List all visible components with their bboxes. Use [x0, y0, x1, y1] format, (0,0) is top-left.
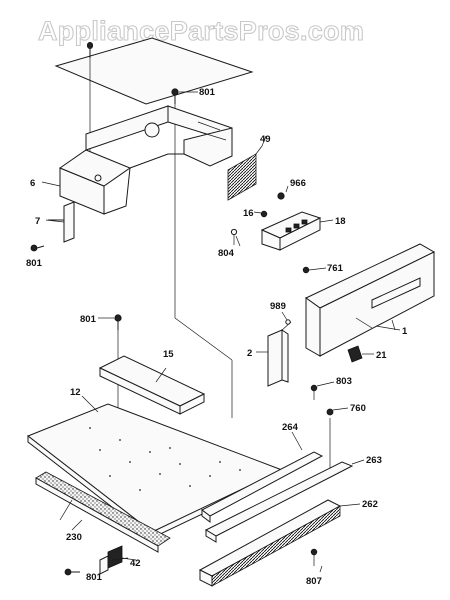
label-42: 42: [130, 558, 141, 569]
leader-lines: [41, 135, 401, 573]
rail-264: [201, 431, 324, 523]
label-7: 7: [35, 216, 40, 227]
control-board-18: [260, 211, 334, 251]
screw-801-top: [171, 88, 198, 104]
screw-807: [310, 548, 318, 566]
label-1: 1: [402, 326, 408, 337]
screw-801-left: [30, 244, 45, 252]
vent-mesh-49: [227, 145, 263, 201]
screw-801-mid: [98, 314, 122, 330]
label-16: 16: [243, 208, 254, 219]
screw-803: [310, 381, 335, 400]
label-12: 12: [70, 387, 81, 398]
label-760: 760: [350, 403, 366, 414]
label-49: 49: [260, 134, 271, 145]
label-230: 230: [66, 532, 82, 543]
label-262: 262: [362, 499, 378, 510]
label-804: 804: [218, 248, 235, 259]
control-panel-1: [305, 243, 436, 357]
label-264: 264: [282, 422, 299, 433]
label-803: 803: [336, 376, 352, 387]
screw-804: [230, 228, 238, 245]
back-side-panel: [58, 105, 233, 215]
watermark-text: AppliancePartsPros.com: [38, 16, 364, 46]
label-801-bottom: 801: [86, 572, 103, 583]
screw-801-topcover: [87, 42, 94, 49]
screw-760: [326, 407, 349, 416]
insulation-230: [35, 471, 171, 553]
clip-21: [347, 345, 374, 363]
bracket-7: [48, 201, 75, 243]
label-801-mid: 801: [80, 314, 97, 325]
rail-263: [204, 459, 365, 543]
label-801-top: 801: [199, 87, 216, 98]
label-2: 2: [247, 348, 252, 359]
label-6: 6: [30, 178, 35, 189]
label-761: 761: [327, 263, 344, 274]
label-21: 21: [376, 350, 387, 361]
rear-channel-15: [98, 355, 206, 415]
label-801-left: 801: [26, 258, 43, 269]
bracket-42: [99, 545, 137, 575]
screw-966: [277, 192, 285, 200]
screw-761: [302, 266, 327, 274]
callout-labels: 801 6 7 801 49 966 16 18 804 761 989 1 8…: [26, 87, 408, 587]
clip-989: [281, 311, 291, 325]
label-989: 989: [270, 301, 286, 312]
kick-vent-262: [198, 499, 361, 587]
label-15: 15: [163, 349, 174, 360]
label-966: 966: [290, 178, 306, 189]
label-263: 263: [366, 455, 382, 466]
knob-16: [253, 210, 268, 218]
alignment-lines: [89, 56, 331, 470]
label-18: 18: [335, 216, 346, 227]
top-cover-panel: [54, 37, 254, 105]
screw-801-bottom: [64, 568, 80, 576]
label-807: 807: [306, 576, 322, 587]
end-cap-2: [267, 329, 289, 387]
